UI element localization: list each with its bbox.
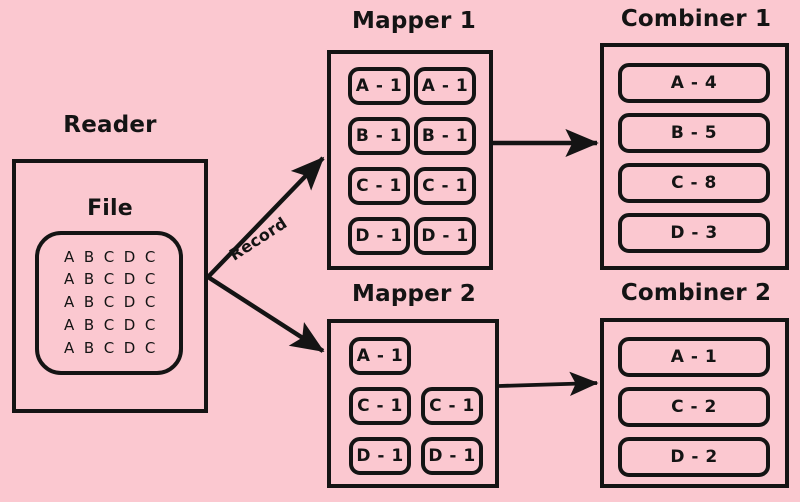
file-line: A B C D C	[64, 293, 158, 312]
mapper1-cell: C - 1	[414, 167, 476, 205]
mapper1-cell: D - 1	[348, 217, 410, 255]
mapper1-box	[327, 50, 493, 270]
combiner1-item: A - 4	[618, 63, 770, 103]
record-edge-label: Record	[225, 213, 291, 265]
reader-title: Reader	[63, 112, 157, 138]
file-line: A B C D C	[64, 247, 158, 266]
combiner2-title: Combiner 2	[620, 280, 772, 306]
mapper1-cell: B - 1	[348, 117, 410, 155]
mapper1-cell: A - 1	[348, 67, 410, 105]
combiner1-item: B - 5	[618, 113, 770, 153]
arrow-reader-to-mapper1	[206, 156, 325, 279]
combiner1-box	[600, 43, 789, 270]
combiner1-item: D - 3	[618, 213, 770, 253]
mapper2-cell: D - 1	[421, 437, 483, 475]
combiner2-item: D - 2	[618, 437, 770, 477]
file-title: File	[87, 196, 133, 221]
mapper1-title: Mapper 1	[352, 8, 476, 34]
mapper1-cell: A - 1	[414, 67, 476, 105]
file-box	[35, 231, 183, 375]
combiner2-box	[600, 318, 789, 488]
combiner2-item: C - 2	[618, 387, 770, 427]
file-line: A B C D C	[64, 338, 158, 357]
mapper2-cell: A - 1	[349, 337, 411, 375]
mapper2-title: Mapper 2	[352, 281, 476, 307]
mapper1-cell: D - 1	[414, 217, 476, 255]
mapper2-cell: D - 1	[349, 437, 411, 475]
file-line: A B C D C	[64, 315, 158, 334]
mapper1-cell: B - 1	[414, 117, 476, 155]
mapper1-cell: C - 1	[348, 167, 410, 205]
combiner1-title: Combiner 1	[620, 6, 772, 32]
file-line: A B C D C	[64, 270, 158, 289]
mapper2-cell: C - 1	[421, 387, 483, 425]
arrow-reader-to-mapper2	[206, 275, 325, 353]
combiner2-item: A - 1	[618, 337, 770, 377]
mapper2-cell: C - 1	[349, 387, 411, 425]
combiner1-item: C - 8	[618, 163, 770, 203]
reader-box	[12, 159, 208, 413]
file-content: A B C D C A B C D C A B C D C A B C D C …	[64, 240, 179, 366]
mapper2-box	[327, 319, 499, 488]
arrow-mapper2-to-combiner2	[498, 371, 599, 396]
